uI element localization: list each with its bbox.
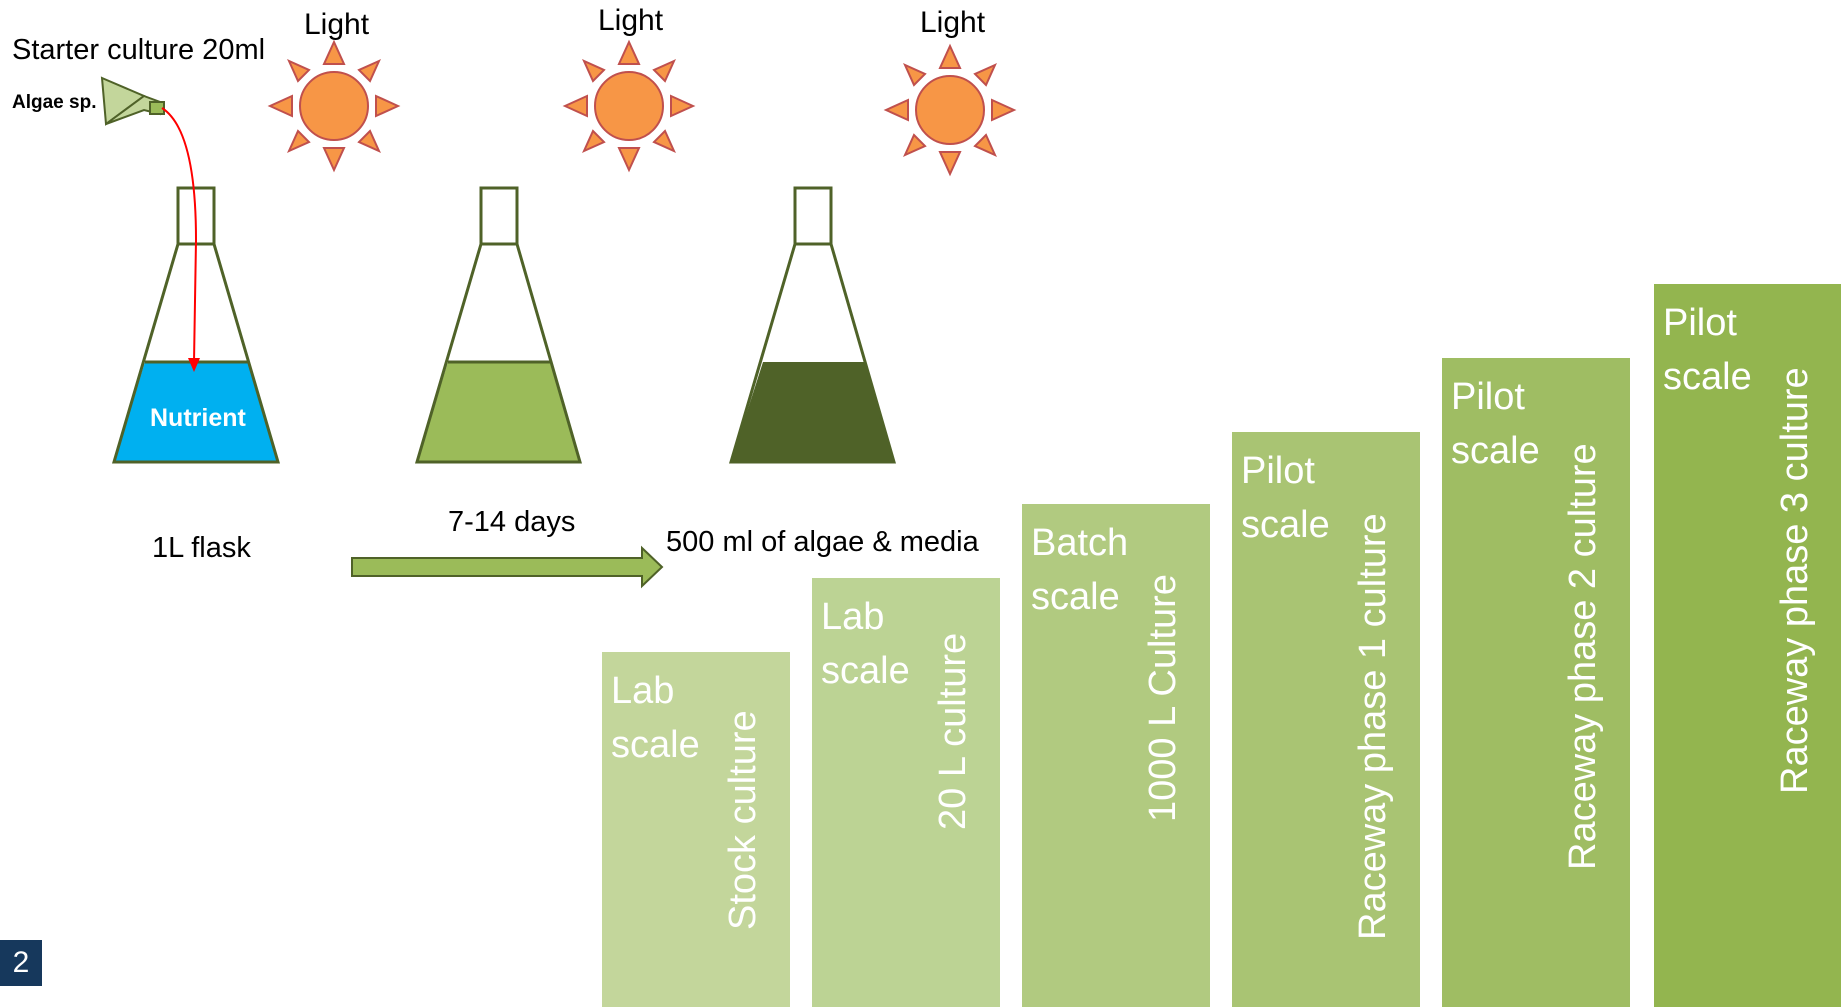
sun-icon [885,45,1015,175]
result-label: 500 ml of algae & media [666,526,979,558]
sun-icon [564,41,694,171]
stage-culture-label: Raceway phase 2 culture [1562,443,1604,870]
light-label: Light [920,6,986,39]
arrow-right-icon [351,545,664,589]
starter-culture-label: Starter culture 20ml [12,34,266,66]
stage-scale-label: Batch scale [1031,522,1129,618]
stage-culture-label: Raceway phase 1 culture [1352,513,1394,940]
stage-culture-label: Stock culture [722,710,764,930]
stage-bar: Batch scale 1000 L Culture [1022,504,1210,1007]
stage-bar: Lab scale 20 L culture [812,578,1000,1007]
stage-culture-label: Raceway phase 3 culture [1774,367,1816,794]
stage-bar: Lab scale Stock culture [602,652,790,1007]
flask-volume-label: 1L flask [152,532,251,564]
stage-scale-label: Pilot scale [1663,302,1752,398]
stage-scale-label: Lab scale [821,596,910,692]
stage-scale-label: Pilot scale [1241,450,1330,546]
stage-scale-label: Pilot scale [1451,376,1540,472]
page-number-badge: 2 [0,940,42,986]
stage-scale-label: Lab scale [611,670,700,766]
sun-icon [269,41,399,171]
duration-label: 7-14 days [448,506,576,538]
flask-icon [414,186,582,464]
nutrient-label: Nutrient [150,404,246,432]
algae-species-label: Algae sp. [12,92,97,113]
stage-culture-label: 20 L culture [932,632,974,830]
pipette-icon [100,76,165,126]
light-label: Light [304,8,370,41]
light-label: Light [598,4,664,37]
stage-culture-label: 1000 L Culture [1142,574,1184,822]
flask-icon [728,186,896,464]
pour-line [161,107,198,363]
pour-arrowhead [188,358,200,372]
